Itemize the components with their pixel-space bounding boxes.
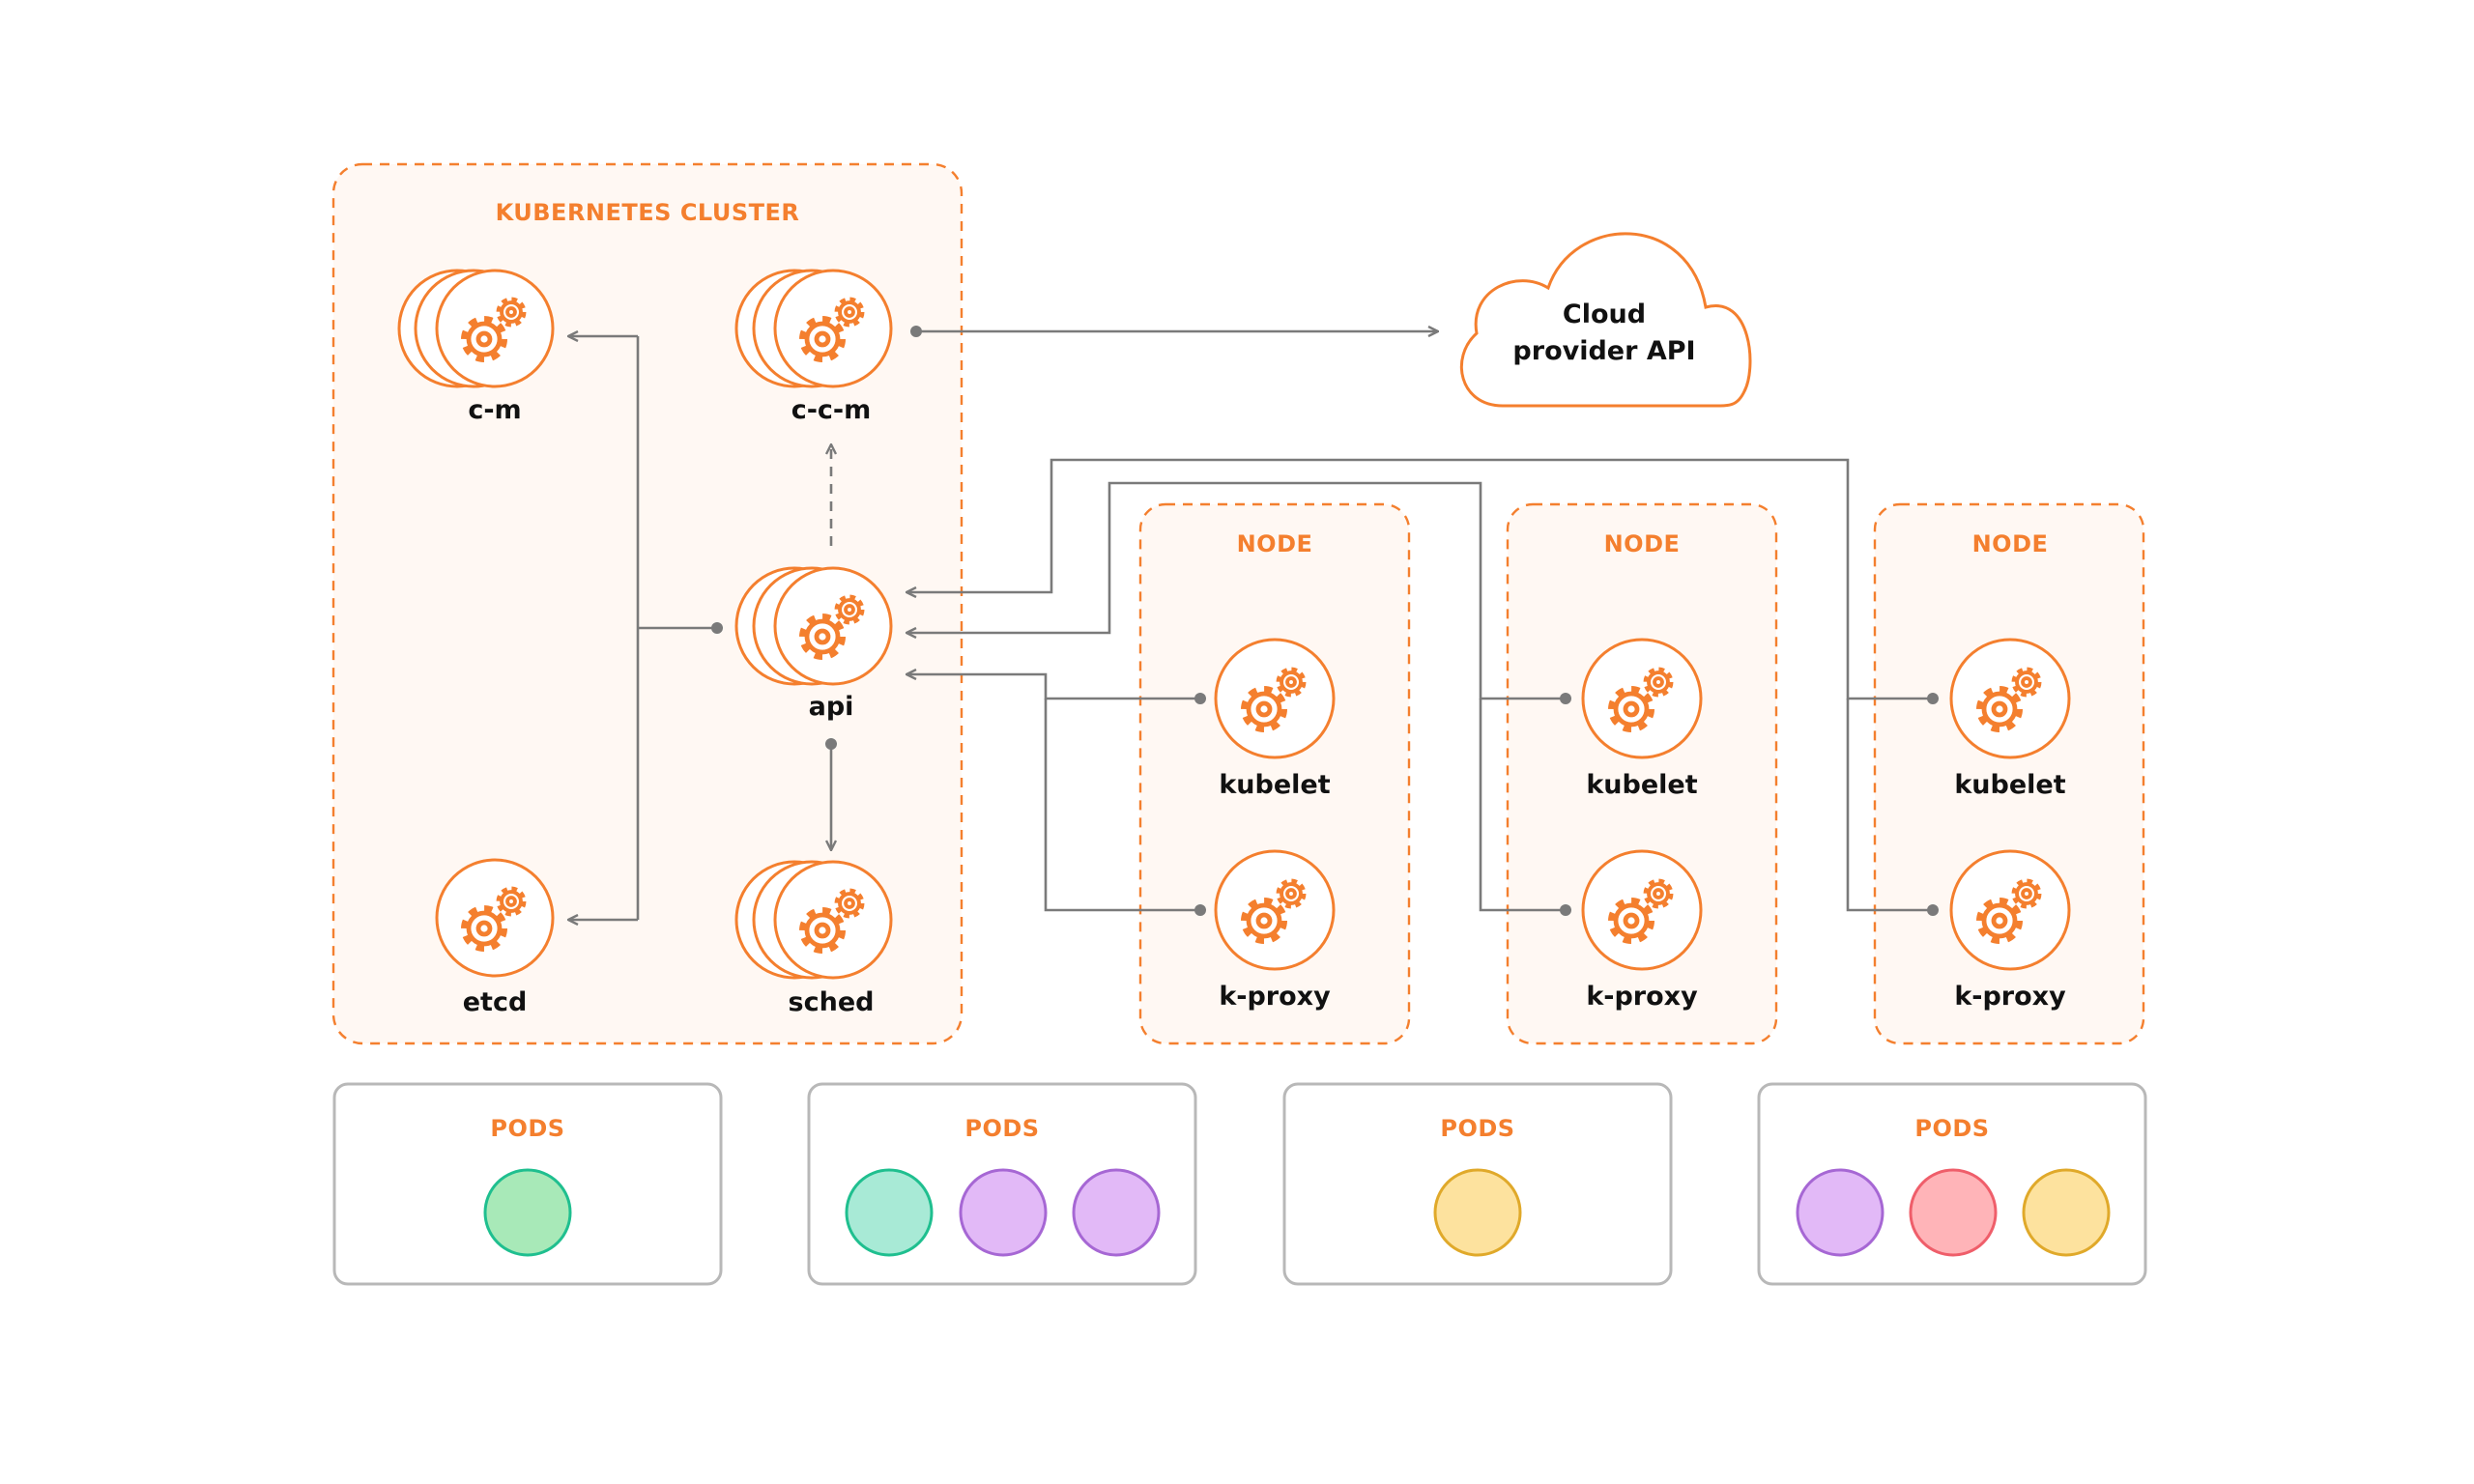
node-panel-3: NODE bbox=[1873, 502, 2145, 1045]
pod bbox=[483, 1168, 572, 1257]
connector-dot bbox=[1560, 904, 1571, 916]
component-label-cm: c-m bbox=[468, 395, 521, 425]
arrow-node1-to-api bbox=[906, 674, 1200, 700]
pod bbox=[1796, 1168, 1884, 1257]
cluster-title: KUBERNETES CLUSTER bbox=[496, 199, 800, 226]
cloud-label-line-1: Cloud bbox=[1563, 300, 1646, 329]
pods-box-2: PODS bbox=[807, 1082, 1197, 1286]
connector-dot bbox=[1194, 904, 1206, 916]
component-label-sched: sched bbox=[789, 987, 875, 1017]
node-title: NODE bbox=[1972, 530, 2049, 557]
pods-title: PODS bbox=[490, 1115, 564, 1142]
component-sched: sched bbox=[734, 860, 893, 1017]
kubelet-label: kubelet bbox=[1219, 770, 1330, 800]
component-label-ccm: c-c-m bbox=[791, 395, 872, 425]
node2-bus-line bbox=[1479, 699, 1566, 912]
connector-dot bbox=[1927, 693, 1939, 704]
pod bbox=[959, 1168, 1048, 1257]
component-label-etcd: etcd bbox=[463, 987, 528, 1017]
connector-dot bbox=[1927, 904, 1939, 916]
connector-dot bbox=[1194, 693, 1206, 704]
component-etcd: etcd bbox=[435, 858, 555, 1017]
pod bbox=[1072, 1168, 1161, 1257]
cloud-icon bbox=[1460, 232, 1752, 408]
node1-bus-line bbox=[1044, 699, 1200, 912]
node-panel-1: NODE bbox=[1138, 502, 1411, 1045]
cloud-label-line-2: provider API bbox=[1512, 336, 1695, 366]
kproxy-label: k-proxy bbox=[1586, 982, 1698, 1012]
node-title: NODE bbox=[1237, 530, 1313, 557]
kubelet-label: kubelet bbox=[1586, 770, 1697, 800]
node3-kubelet: kubelet bbox=[1949, 638, 2071, 800]
connector-dot bbox=[711, 622, 723, 634]
node3-bus-line bbox=[1846, 699, 1933, 912]
pods-box-1: PODS bbox=[332, 1082, 723, 1286]
kproxy-label: k-proxy bbox=[1954, 982, 2066, 1012]
pod bbox=[845, 1168, 934, 1257]
pods-box-3: PODS bbox=[1282, 1082, 1673, 1286]
node-panel-2: NODE bbox=[1506, 502, 1778, 1045]
component-api: api bbox=[734, 566, 893, 722]
pod bbox=[1433, 1168, 1522, 1257]
component-ccm: c-c-m bbox=[734, 269, 893, 425]
pods-title: PODS bbox=[1440, 1115, 1514, 1142]
component-cm: c-m bbox=[397, 269, 555, 425]
cloud-provider-api: Cloud provider API bbox=[1460, 232, 1752, 408]
node1-kubelet: kubelet bbox=[1214, 638, 1336, 800]
pod bbox=[1909, 1168, 1998, 1257]
node1-kproxy: k-proxy bbox=[1214, 849, 1336, 1012]
pods-title: PODS bbox=[964, 1115, 1039, 1142]
arrow-node3-to-api bbox=[906, 458, 1933, 700]
node3-kproxy: k-proxy bbox=[1949, 849, 2071, 1012]
node2-kproxy: k-proxy bbox=[1581, 849, 1703, 1012]
node2-kubelet: kubelet bbox=[1581, 638, 1703, 800]
pod bbox=[2022, 1168, 2111, 1257]
pods-title: PODS bbox=[1914, 1115, 1989, 1142]
arrow-node2-to-api bbox=[906, 481, 1566, 700]
connector-dot bbox=[1560, 693, 1571, 704]
kubelet-label: kubelet bbox=[1954, 770, 2065, 800]
node-title: NODE bbox=[1604, 530, 1681, 557]
pods-box-4: PODS bbox=[1757, 1082, 2147, 1286]
component-label-api: api bbox=[809, 692, 854, 722]
kproxy-label: k-proxy bbox=[1219, 982, 1331, 1012]
connectors bbox=[568, 326, 1939, 920]
